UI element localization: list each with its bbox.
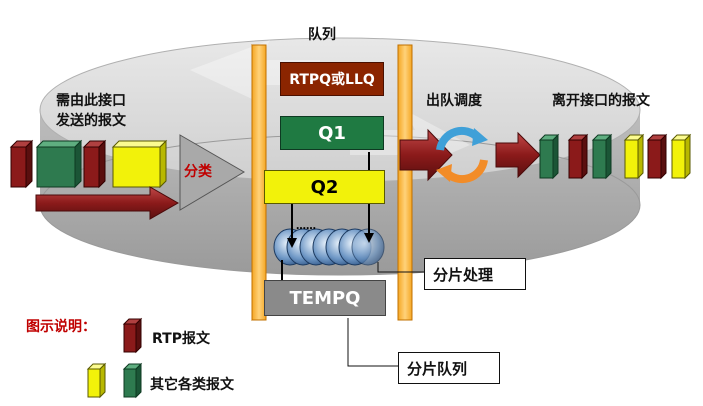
incoming-rtp-packet-2	[82, 139, 107, 189]
q2-queue: Q2	[264, 170, 385, 204]
classify-label: 分类	[184, 164, 212, 180]
q1-queue: Q1	[280, 116, 384, 150]
legend-swatches	[86, 317, 143, 399]
outgoing-label: 离开接口的报文	[552, 93, 650, 109]
legend-yellow-swatch	[86, 362, 107, 399]
legend-rtp-swatch	[122, 317, 143, 354]
rtpq-queue: RTPQ或LLQ	[280, 62, 384, 96]
queue-dots: ……	[296, 221, 316, 232]
queue-title: 队列	[308, 27, 336, 43]
legend-green-swatch	[122, 362, 143, 399]
outgoing-packets	[538, 133, 692, 180]
fragment-processing-callout: 分片处理	[424, 258, 526, 290]
incoming-other-packet-green	[35, 139, 83, 189]
outgoing-flow-arrow	[495, 131, 541, 179]
legend-title: 图示说明：	[26, 319, 96, 335]
scheduler-cycle-icon	[436, 126, 488, 184]
incoming-flow-arrow	[35, 186, 180, 220]
incoming-other-packet-yellow	[111, 139, 168, 189]
incoming-label-line-1: 需由此接口	[56, 93, 126, 109]
legend-other-label: 其它各类报文	[150, 377, 234, 393]
fragment-queue-callout: 分片队列	[398, 352, 500, 384]
callout-leaders	[347, 262, 424, 367]
scheduling-label: 出队调度	[426, 93, 482, 109]
tempq-queue: TEMPQ	[264, 280, 386, 316]
incoming-rtp-packet-1	[9, 139, 34, 189]
incoming-packets	[9, 139, 168, 189]
classifier-triangle	[179, 134, 245, 211]
fragment-discs	[273, 228, 385, 266]
queue-frame-right-bar-body	[397, 44, 413, 321]
legend-rtp-label: RTP报文	[152, 331, 210, 347]
incoming-label-line-2: 发送的报文	[56, 113, 126, 129]
queue-frame	[250, 44, 413, 321]
